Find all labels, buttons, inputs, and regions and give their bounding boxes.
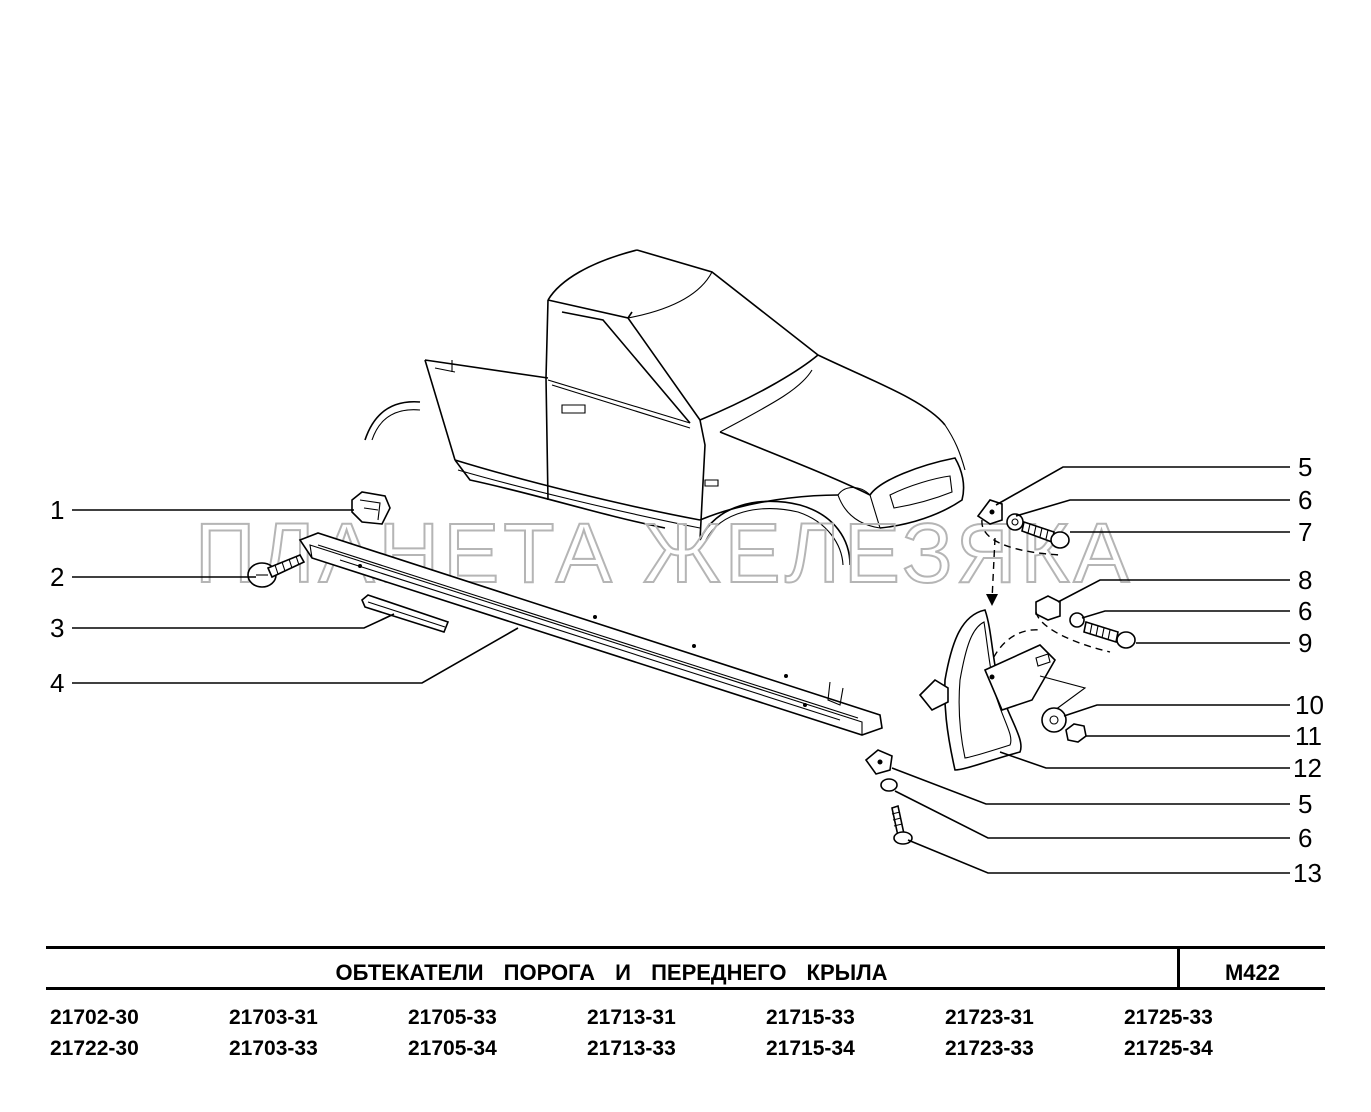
leader-lines <box>72 466 1290 874</box>
model-number: 21703-33 <box>229 1037 318 1060</box>
model-number: 21725-33 <box>1124 1006 1213 1029</box>
model-column: 21715-33 21715-34 <box>766 1002 936 1064</box>
callout-6-top: 6 <box>1298 485 1312 515</box>
callout-13: 13 <box>1293 858 1322 888</box>
model-number: 21723-31 <box>945 1006 1034 1029</box>
model-number: 21725-34 <box>1124 1037 1213 1060</box>
callout-8: 8 <box>1298 565 1312 595</box>
model-column: 21703-31 21703-33 <box>229 1002 399 1064</box>
plug-part <box>351 491 391 525</box>
callout-11: 11 <box>1295 721 1322 751</box>
model-number: 21713-31 <box>587 1006 676 1029</box>
car-body-outline <box>364 249 966 566</box>
model-column: 21725-33 21725-34 <box>1124 1002 1294 1064</box>
model-number: 21713-33 <box>587 1037 676 1060</box>
model-column: 21723-31 21723-33 <box>945 1002 1115 1064</box>
diagram-code: M422 <box>1224 960 1281 985</box>
callout-6-bottom: 6 <box>1298 823 1312 853</box>
callout-10: 10 <box>1295 690 1324 720</box>
callout-4: 4 <box>50 668 64 698</box>
model-number: 21722-30 <box>50 1037 139 1060</box>
callout-12: 12 <box>1293 753 1322 783</box>
model-column: 21713-31 21713-33 <box>587 1002 757 1064</box>
callout-5-bottom: 5 <box>1298 789 1312 819</box>
model-number: 21703-31 <box>229 1006 318 1029</box>
mudflap-assembly <box>864 499 1136 845</box>
model-number: 21715-33 <box>766 1006 855 1029</box>
callout-5-top: 5 <box>1298 452 1312 482</box>
sill-cover-part <box>298 532 883 736</box>
model-number: 21705-33 <box>408 1006 497 1029</box>
callout-9: 9 <box>1298 628 1312 658</box>
callouts-left: 1 2 3 4 <box>50 495 64 698</box>
model-column: 21702-30 21722-30 <box>50 1002 220 1064</box>
model-number: 21723-33 <box>945 1037 1034 1060</box>
callout-6-mid: 6 <box>1298 596 1312 626</box>
callouts-right: 5 6 7 8 6 9 10 11 12 5 6 13 <box>1293 452 1324 888</box>
diagram-title: ОБТЕКАТЕЛИ ПОРОГА И ПЕРЕДНЕГО КРЫЛА <box>335 960 888 985</box>
model-number: 21705-34 <box>408 1037 497 1060</box>
model-column: 21705-33 21705-34 <box>408 1002 578 1064</box>
title-bar: ОБТЕКАТЕЛИ ПОРОГА И ПЕРЕДНЕГО КРЫЛА M422 <box>46 946 1325 990</box>
callout-2: 2 <box>50 562 64 592</box>
callout-1: 1 <box>50 495 64 525</box>
model-number: 21702-30 <box>50 1006 139 1029</box>
callout-3: 3 <box>50 613 64 643</box>
title-separator <box>1177 949 1180 987</box>
exploded-view-drawing: ПЛАНЕТА ЖЕЛЕЗЯКА <box>50 249 1324 888</box>
strip-part <box>361 594 450 633</box>
callout-7: 7 <box>1298 517 1312 547</box>
screw-part <box>247 553 306 588</box>
model-number: 21715-34 <box>766 1037 855 1060</box>
